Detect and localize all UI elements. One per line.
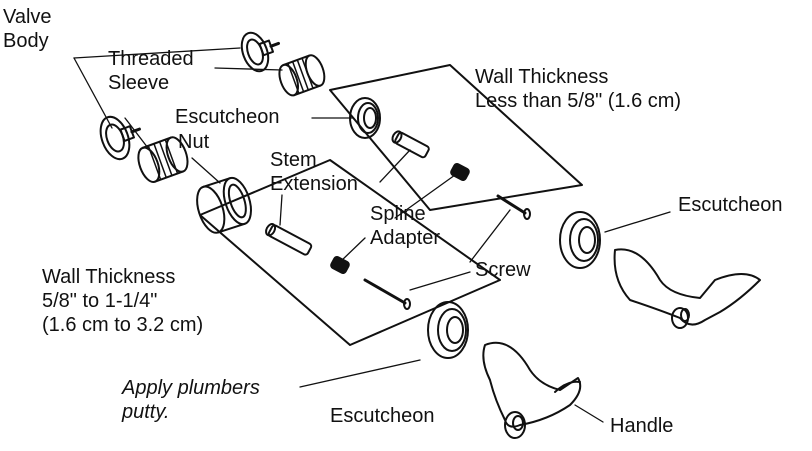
wall-panel-thick	[199, 159, 501, 346]
leader-screw-upper	[469, 209, 511, 263]
label-putty-note-line1: Apply plumbers	[122, 377, 260, 399]
handle-right	[613, 248, 761, 329]
leader-valve-body-top	[73, 47, 241, 59]
leader-putty	[299, 359, 421, 388]
label-stem-extension: Stem Extension	[270, 148, 358, 196]
label-putty-note-line2: putty.	[122, 401, 170, 423]
leader-spline-lower	[339, 237, 366, 263]
label-escutcheon-bottom: Escutcheon	[330, 405, 435, 427]
leader-stem-upper	[379, 149, 411, 183]
label-nut: Nut	[178, 131, 210, 153]
threaded-sleeve-top	[278, 54, 326, 97]
leader-valve-body-low	[73, 57, 113, 129]
leader-screw-lower	[409, 271, 471, 291]
label-handle: Handle	[610, 415, 674, 437]
escutcheon-right	[559, 211, 601, 269]
stem-extension-lower	[265, 223, 313, 256]
leader-escutcheon-right	[604, 211, 671, 233]
leader-handle	[574, 404, 604, 423]
spline-adapter-lower	[330, 256, 350, 274]
label-threaded-sleeve: Threaded Sleeve	[108, 47, 194, 95]
label-threaded-sleeve-line2: Sleeve	[108, 72, 170, 94]
label-stem-extension-line1: Stem	[270, 149, 317, 171]
label-putty-note: Apply plumbers putty.	[122, 376, 260, 424]
stem-extension-upper	[391, 130, 430, 159]
leader-spline-upper	[394, 174, 456, 219]
handle-bottom	[482, 341, 582, 439]
label-wall-thin-line2: Less than 5/8" (1.6 cm)	[475, 90, 682, 112]
valve-body-low	[99, 115, 141, 161]
label-screw: Screw	[475, 259, 531, 281]
label-wall-thick-line2: 5/8" to 1-1/4"	[42, 290, 158, 312]
threaded-sleeve-low	[137, 136, 189, 183]
nut	[196, 176, 252, 234]
screw-upper	[496, 194, 531, 220]
label-escutcheon-right: Escutcheon	[678, 194, 783, 216]
escutcheon-bottom	[427, 301, 469, 359]
screw-lower	[363, 278, 411, 310]
label-escutcheon-top: Escutcheon	[175, 106, 280, 128]
label-valve-body-line1: Valve	[3, 6, 52, 28]
leader-sleeve-low	[124, 117, 149, 149]
leader-stem-lower	[279, 194, 283, 226]
label-wall-thick: Wall Thickness 5/8" to 1-1/4" (1.6 cm to…	[42, 265, 203, 337]
escutcheon-top	[349, 97, 381, 139]
label-spline-adapter: Spline Adapter	[370, 202, 440, 250]
label-stem-extension-line2: Extension	[270, 173, 358, 195]
spline-adapter-upper	[450, 163, 470, 181]
leader-nut	[191, 157, 221, 184]
leader-sleeve-top	[214, 67, 283, 71]
valve-body-top	[240, 31, 280, 73]
wall-panel-thin	[329, 64, 583, 211]
label-wall-thin: Wall Thickness Less than 5/8" (1.6 cm)	[475, 65, 681, 113]
label-wall-thin-line1: Wall Thickness	[475, 66, 609, 88]
label-wall-thick-line3: (1.6 cm to 3.2 cm)	[42, 314, 204, 336]
label-spline-adapter-line1: Spline	[370, 203, 426, 225]
label-valve-body-line2: Body	[3, 30, 49, 52]
label-threaded-sleeve-line1: Threaded	[108, 48, 194, 70]
label-valve-body: Valve Body	[3, 5, 52, 53]
label-spline-adapter-line2: Adapter	[370, 227, 441, 249]
label-wall-thick-line1: Wall Thickness	[42, 266, 176, 288]
